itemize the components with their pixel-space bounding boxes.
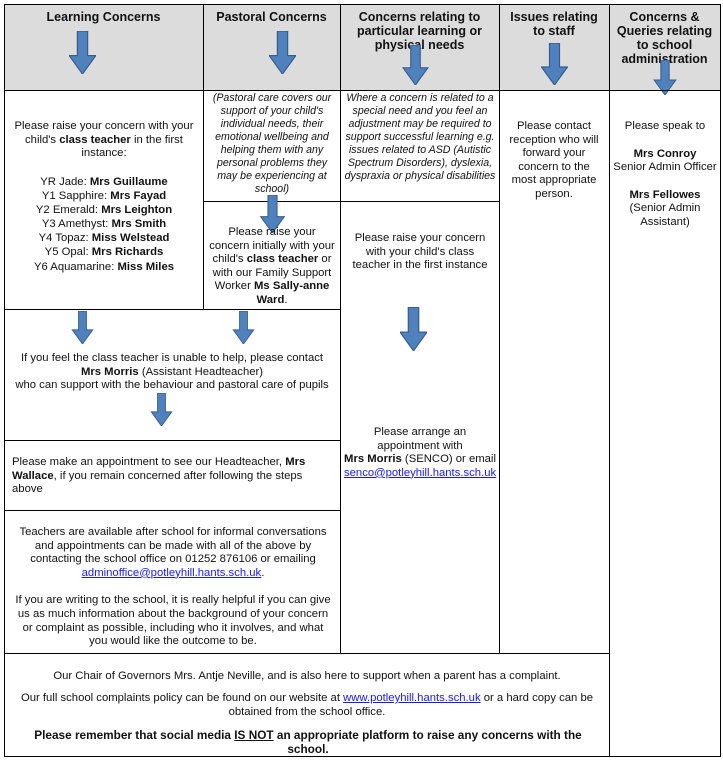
header-school-admin: Concerns & Queries relating to school ad… xyxy=(609,4,720,90)
arrow-down-icon xyxy=(230,311,257,344)
arrow-down-icon xyxy=(402,45,429,85)
header-pastoral-label: Pastoral Concerns xyxy=(216,10,327,24)
pastoral-note: (Pastoral care covers our support of you… xyxy=(212,92,332,195)
arrow-down-icon xyxy=(69,311,96,344)
class-row: Y4 Topaz: Miss Welstead xyxy=(38,232,170,245)
class-row: Y3 Amethyst: Mrs Smith xyxy=(41,218,167,231)
class-row: Y5 Opal: Mrs Richards xyxy=(44,246,164,259)
class-row: YR Jade: Mrs Guillaume xyxy=(40,176,168,188)
social-media-warning: Please remember that social media IS NOT… xyxy=(34,728,582,756)
admin-person2-name: Mrs Fellowes xyxy=(629,188,701,201)
particular-raise: Please raise your concern with your chil… xyxy=(352,232,488,272)
learning-intro: Please raise your concern with your chil… xyxy=(14,120,194,160)
arrow-down-icon xyxy=(69,31,96,74)
class-row: Y6 Aquamarine: Miss Miles xyxy=(33,260,175,273)
header-staff-label: Issues relating to staff xyxy=(510,10,598,38)
pastoral-raise: Please raise your concern initially with… xyxy=(209,226,335,306)
admin-person1-name: Mrs Conroy xyxy=(633,147,697,160)
arrow-down-icon xyxy=(148,393,175,426)
class-teacher-list: YR Jade: Mrs Guillaume Y1 Sapphire: Mrs … xyxy=(8,175,200,274)
admin-email-link[interactable]: adminoffice@potleyhill.hants.sch.uk xyxy=(81,566,262,579)
admin-contacts: Please speak to Mrs Conroy Senior Admin … xyxy=(613,120,717,228)
senco-appointment: Please arrange an appointment with Mrs M… xyxy=(344,426,497,479)
header-learning-label: Learning Concerns xyxy=(46,10,161,24)
header-admin-label: Concerns & Queries relating to school ad… xyxy=(616,10,713,66)
arrow-down-icon xyxy=(269,31,296,74)
class-row: Y1 Sapphire: Mrs Fayad xyxy=(41,190,167,203)
escalation-text: If you feel the class teacher is unable … xyxy=(15,352,329,392)
particular-note: Where a concern is related to a special … xyxy=(344,92,496,182)
governors-text: Our Chair of Governors Mrs. Antje Nevill… xyxy=(53,670,561,682)
website-link[interactable]: www.potleyhill.hants.sch.uk xyxy=(343,692,481,704)
staff-text: Please contact reception who will forwar… xyxy=(509,120,599,200)
senco-email-link[interactable]: senco@potleyhill.hants.sch.uk xyxy=(344,466,497,479)
header-pastoral-concerns: Pastoral Concerns xyxy=(203,4,340,90)
contact-info: Teachers are available after school for … xyxy=(15,526,331,648)
arrow-down-icon xyxy=(541,43,568,85)
policy-text: Our full school complaints policy can be… xyxy=(20,692,594,718)
arrow-down-icon xyxy=(400,307,427,351)
header-learning-concerns: Learning Concerns xyxy=(4,4,203,90)
class-row: Y2 Emerald: Mrs Leighton xyxy=(35,204,173,217)
headteacher-text: Please make an appointment to see our He… xyxy=(12,456,306,496)
